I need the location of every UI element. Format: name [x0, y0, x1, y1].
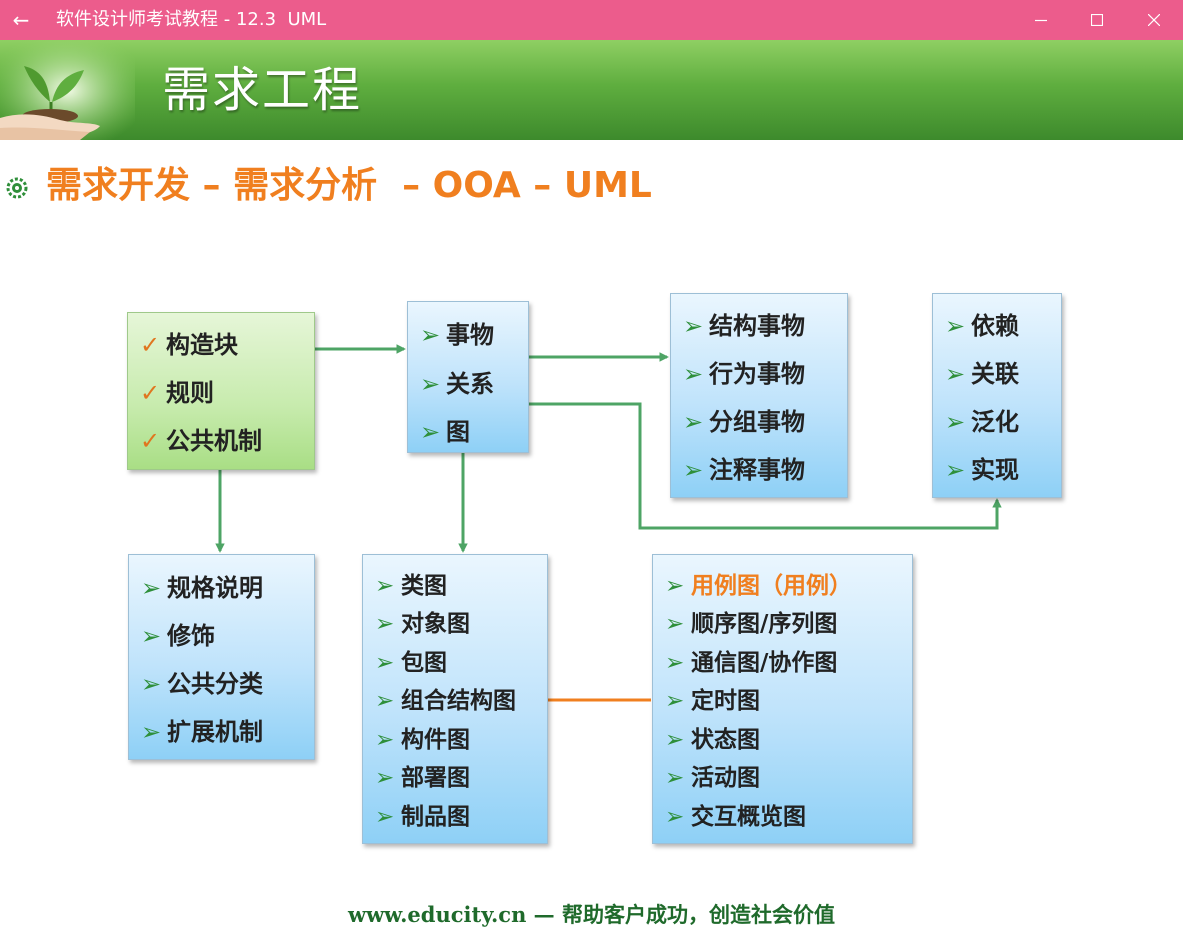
list-item: ✓公共机制 — [140, 427, 262, 455]
list-item: ➢用例图（用例） — [665, 573, 852, 599]
arrow-bullet-icon: ➢ — [683, 312, 704, 340]
footer-slogan: 帮助客户成功，创造社会价值 — [562, 902, 835, 927]
list-item: ➢对象图 — [375, 611, 470, 637]
arrow-bullet-icon: ➢ — [420, 321, 441, 349]
arrow-relations-to-relation-types — [455, 402, 1002, 530]
arrow-bullet-icon: ➢ — [420, 370, 441, 398]
arrow-bullet-icon: ➢ — [141, 718, 162, 746]
minimize-icon — [1035, 19, 1047, 22]
list-item: ✓构造块 — [140, 331, 238, 359]
window-title: 软件设计师考试教程 - 12.3 UML — [56, 9, 327, 30]
slide-banner: 需求工程 — [0, 40, 1183, 140]
list-item: ➢行为事物 — [683, 360, 805, 388]
list-item: ➢顺序图/序列图 — [665, 611, 838, 637]
arrow-bullet-icon: ➢ — [141, 622, 162, 650]
close-icon — [1148, 14, 1160, 26]
list-item: ➢公共分类 — [141, 670, 263, 698]
list-item: ➢交互概览图 — [665, 804, 806, 830]
list-item: ➢通信图/协作图 — [665, 650, 838, 676]
list-item: ➢分组事物 — [683, 408, 805, 436]
list-item: ➢关联 — [945, 360, 1019, 388]
maximize-icon — [1091, 14, 1103, 26]
back-arrow-icon: ← — [12, 8, 30, 32]
list-item: ➢图 — [420, 418, 470, 446]
list-item: ➢部署图 — [375, 765, 470, 791]
back-button[interactable]: ← — [6, 6, 36, 34]
list-item: ➢泛化 — [945, 408, 1019, 436]
arrow-bullet-icon: ➢ — [683, 456, 704, 484]
list-item: ➢结构事物 — [683, 312, 805, 340]
arrow-bullet-icon: ➢ — [683, 360, 704, 388]
list-item: ➢包图 — [375, 650, 447, 676]
list-item: ➢事物 — [420, 321, 494, 349]
hands-seedling-icon — [0, 40, 135, 140]
arrow-bullet-icon: ➢ — [375, 804, 395, 830]
maximize-button[interactable] — [1074, 0, 1120, 40]
structural-diagrams-box: ➢类图 ➢对象图 ➢包图 ➢组合结构图 ➢构件图 ➢部署图 ➢制品图 — [362, 554, 548, 844]
check-icon: ✓ — [140, 379, 161, 407]
check-icon: ✓ — [140, 331, 161, 359]
arrow-bullet-icon: ➢ — [141, 574, 162, 602]
list-item: ➢关系 — [420, 370, 494, 398]
arrow-bullet-icon: ➢ — [375, 650, 395, 676]
list-item: ✓规则 — [140, 379, 214, 407]
list-item: ➢定时图 — [665, 688, 760, 714]
list-item: ➢制品图 — [375, 804, 470, 830]
arrow-bullet-icon: ➢ — [945, 312, 966, 340]
arrow-bullet-icon: ➢ — [375, 611, 395, 637]
arrow-bullet-icon: ➢ — [665, 573, 685, 599]
footer-separator: — — [526, 902, 562, 927]
arrow-bullet-icon: ➢ — [375, 765, 395, 791]
list-item: ➢组合结构图 — [375, 688, 516, 714]
behavior-diagrams-box: ➢用例图（用例） ➢顺序图/序列图 ➢通信图/协作图 ➢定时图 ➢状态图 ➢活动… — [652, 554, 913, 844]
arrow-bullet-icon: ➢ — [665, 688, 685, 714]
check-icon: ✓ — [140, 427, 161, 455]
elements-box: ➢事物 ➢关系 ➢图 — [407, 301, 529, 453]
arrow-bullet-icon: ➢ — [141, 670, 162, 698]
list-item: ➢状态图 — [665, 727, 760, 753]
minimize-button[interactable] — [1018, 0, 1064, 40]
list-item: ➢类图 — [375, 573, 447, 599]
arrow-bullet-icon: ➢ — [665, 765, 685, 791]
arrow-bullet-icon: ➢ — [665, 611, 685, 637]
arrow-bullet-icon: ➢ — [665, 650, 685, 676]
list-item: ➢扩展机制 — [141, 718, 263, 746]
list-item: ➢注释事物 — [683, 456, 805, 484]
list-item: ➢修饰 — [141, 622, 215, 650]
arrow-bullet-icon: ➢ — [945, 360, 966, 388]
arrow-bullet-icon: ➢ — [420, 418, 441, 446]
arrow-bullet-icon: ➢ — [665, 727, 685, 753]
building-blocks-box: ✓构造块 ✓规则 ✓公共机制 — [127, 312, 315, 470]
gear-bullet-icon — [6, 177, 28, 199]
list-item: ➢活动图 — [665, 765, 760, 791]
arrow-bullet-icon: ➢ — [945, 408, 966, 436]
arrow-bullet-icon: ➢ — [375, 573, 395, 599]
arrow-bullet-icon: ➢ — [945, 456, 966, 484]
slide-subtitle: 需求开发 – 需求分析 – OOA – UML — [46, 165, 652, 206]
relation-types-box: ➢依赖 ➢关联 ➢泛化 ➢实现 — [932, 293, 1062, 498]
mechanism-details-box: ➢规格说明 ➢修饰 ➢公共分类 ➢扩展机制 — [128, 554, 315, 760]
arrow-bullet-icon: ➢ — [375, 727, 395, 753]
footer-site: www.educity.cn — [348, 902, 527, 927]
arrow-bullet-icon: ➢ — [683, 408, 704, 436]
list-item: ➢构件图 — [375, 727, 470, 753]
title-bar: ← 软件设计师考试教程 - 12.3 UML — [0, 0, 1183, 40]
list-item: ➢实现 — [945, 456, 1019, 484]
close-button[interactable] — [1131, 0, 1177, 40]
slide-footer: www.educity.cn — 帮助客户成功，创造社会价值 — [0, 898, 1183, 932]
arrow-bullet-icon: ➢ — [375, 688, 395, 714]
list-item: ➢规格说明 — [141, 574, 263, 602]
thing-types-box: ➢结构事物 ➢行为事物 ➢分组事物 ➢注释事物 — [670, 293, 848, 498]
arrow-bullet-icon: ➢ — [665, 804, 685, 830]
list-item: ➢依赖 — [945, 312, 1019, 340]
slide-heading: 需求工程 — [162, 62, 363, 118]
